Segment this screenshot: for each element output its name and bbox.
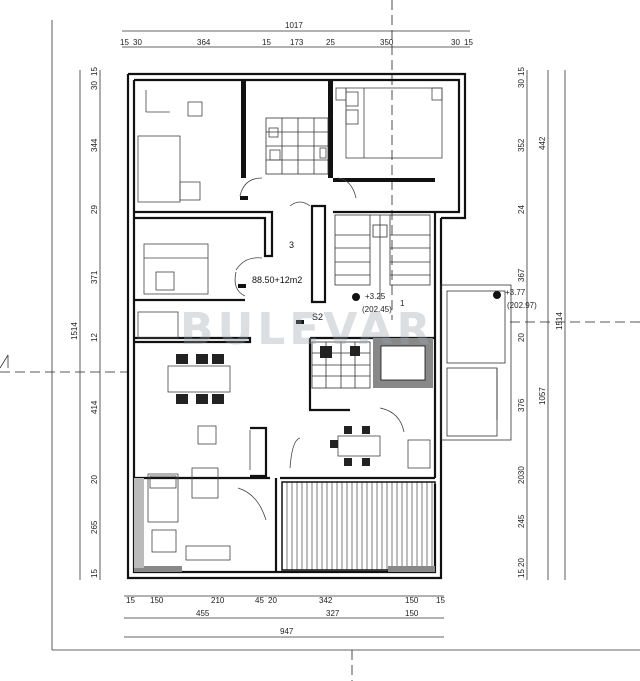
dim-top-part: 15 bbox=[464, 38, 473, 47]
level-no: 1 bbox=[400, 299, 405, 308]
bathroom bbox=[265, 117, 329, 175]
dim-right-part: 15 bbox=[517, 569, 526, 578]
dim-left-part: 20 bbox=[90, 475, 99, 484]
dim-right-part: 20 bbox=[517, 558, 526, 567]
kitchen bbox=[289, 407, 431, 469]
dim-top-part: 30 bbox=[451, 38, 460, 47]
dim-bottom-part: 15 bbox=[436, 596, 445, 605]
utility-room bbox=[311, 341, 371, 389]
dim-left-part: 15 bbox=[90, 569, 99, 578]
section-label: S2 bbox=[312, 312, 323, 322]
dim-bottom-part: 15 bbox=[126, 596, 135, 605]
right-dimensions: 30 15 352 24 367 20 376 2030 245 15 20 4… bbox=[517, 67, 566, 580]
dim-bottom-mid: 327 bbox=[326, 609, 340, 618]
dim-right-upper: 442 bbox=[538, 136, 547, 150]
dim-left-part: 30 bbox=[90, 81, 99, 90]
dim-top-part: 173 bbox=[290, 38, 304, 47]
dim-left-part: 29 bbox=[90, 205, 99, 214]
level-marker-b: +3.77 (202.97) bbox=[493, 288, 537, 310]
dim-bottom-part: 150 bbox=[150, 596, 164, 605]
dim-left-part: 12 bbox=[90, 333, 99, 342]
level-a-value: +3.25 bbox=[365, 292, 386, 301]
dim-right-part: 245 bbox=[517, 514, 526, 528]
wall-segment bbox=[134, 566, 182, 572]
dim-right-part: 15 bbox=[517, 67, 526, 76]
balcony-right bbox=[440, 284, 512, 441]
staircase bbox=[334, 214, 431, 300]
bedroom-single bbox=[137, 90, 203, 203]
dim-right-part: 352 bbox=[517, 138, 526, 152]
wall-segment bbox=[388, 566, 435, 572]
dim-right-part: 30 bbox=[517, 79, 526, 88]
dim-bottom-part: 210 bbox=[211, 596, 225, 605]
level-a-sub: (202.45) bbox=[362, 305, 392, 314]
left-dimensions: 1514 30 15 344 29 371 12 414 20 265 15 bbox=[70, 67, 101, 580]
dim-top-part: 25 bbox=[326, 38, 335, 47]
dim-top-total: 1017 bbox=[285, 21, 303, 30]
dim-left-part: 344 bbox=[90, 138, 99, 152]
dim-right-total: 1514 bbox=[555, 312, 564, 330]
dim-right-part: 2030 bbox=[517, 466, 526, 484]
interior-walls bbox=[134, 80, 435, 572]
bedroom-double bbox=[335, 87, 443, 159]
dim-bottom-part: 342 bbox=[319, 596, 333, 605]
dining-set bbox=[167, 354, 231, 404]
room-number: 3 bbox=[289, 240, 294, 250]
bottom-dimensions: 15 150 210 45 20 342 150 15 455 327 150 … bbox=[124, 595, 445, 638]
bedroom-middle bbox=[137, 243, 209, 339]
dim-bottom-part: 150 bbox=[405, 596, 419, 605]
dim-top-part: 364 bbox=[197, 38, 211, 47]
dim-top-part: 350 bbox=[380, 38, 394, 47]
shaft bbox=[373, 338, 433, 388]
dim-right-lower: 1057 bbox=[538, 387, 547, 405]
level-marker-a: +3.25 (202.45) 1 bbox=[352, 292, 405, 314]
watermark: BULEVAR bbox=[180, 304, 434, 355]
dim-right-part: 367 bbox=[517, 268, 526, 282]
dim-top-part: 30 bbox=[133, 38, 142, 47]
terrace-outline bbox=[281, 481, 436, 571]
dim-left-total: 1514 bbox=[70, 322, 79, 340]
dim-bottom-mid: 455 bbox=[196, 609, 210, 618]
dim-bottom-part: 45 bbox=[255, 596, 264, 605]
level-b-sub: (202.97) bbox=[507, 301, 537, 310]
dim-left-part: 15 bbox=[90, 67, 99, 76]
living-room bbox=[147, 425, 267, 561]
top-dimensions: 1017 15 30 364 15 173 25 350 30 15 bbox=[120, 21, 473, 48]
dim-left-part: 265 bbox=[90, 520, 99, 534]
dim-bottom-part: 20 bbox=[268, 596, 277, 605]
dim-top-part: 15 bbox=[120, 38, 129, 47]
area-label: 88.50+12m2 bbox=[252, 275, 302, 285]
dim-left-part: 371 bbox=[90, 270, 99, 284]
dim-right-part: 20 bbox=[517, 333, 526, 342]
level-b-value: +3.77 bbox=[505, 288, 526, 297]
dim-top-part: 15 bbox=[262, 38, 271, 47]
doors bbox=[234, 177, 357, 324]
terrace-hatch bbox=[281, 481, 436, 571]
dim-bottom-mid: 150 bbox=[405, 609, 419, 618]
wall-segment bbox=[134, 478, 144, 568]
dim-right-part: 376 bbox=[517, 398, 526, 412]
dim-right-part: 24 bbox=[517, 205, 526, 214]
dim-bottom-total: 947 bbox=[280, 627, 294, 636]
section-arrow-left bbox=[0, 354, 9, 369]
dim-left-part: 414 bbox=[90, 400, 99, 414]
